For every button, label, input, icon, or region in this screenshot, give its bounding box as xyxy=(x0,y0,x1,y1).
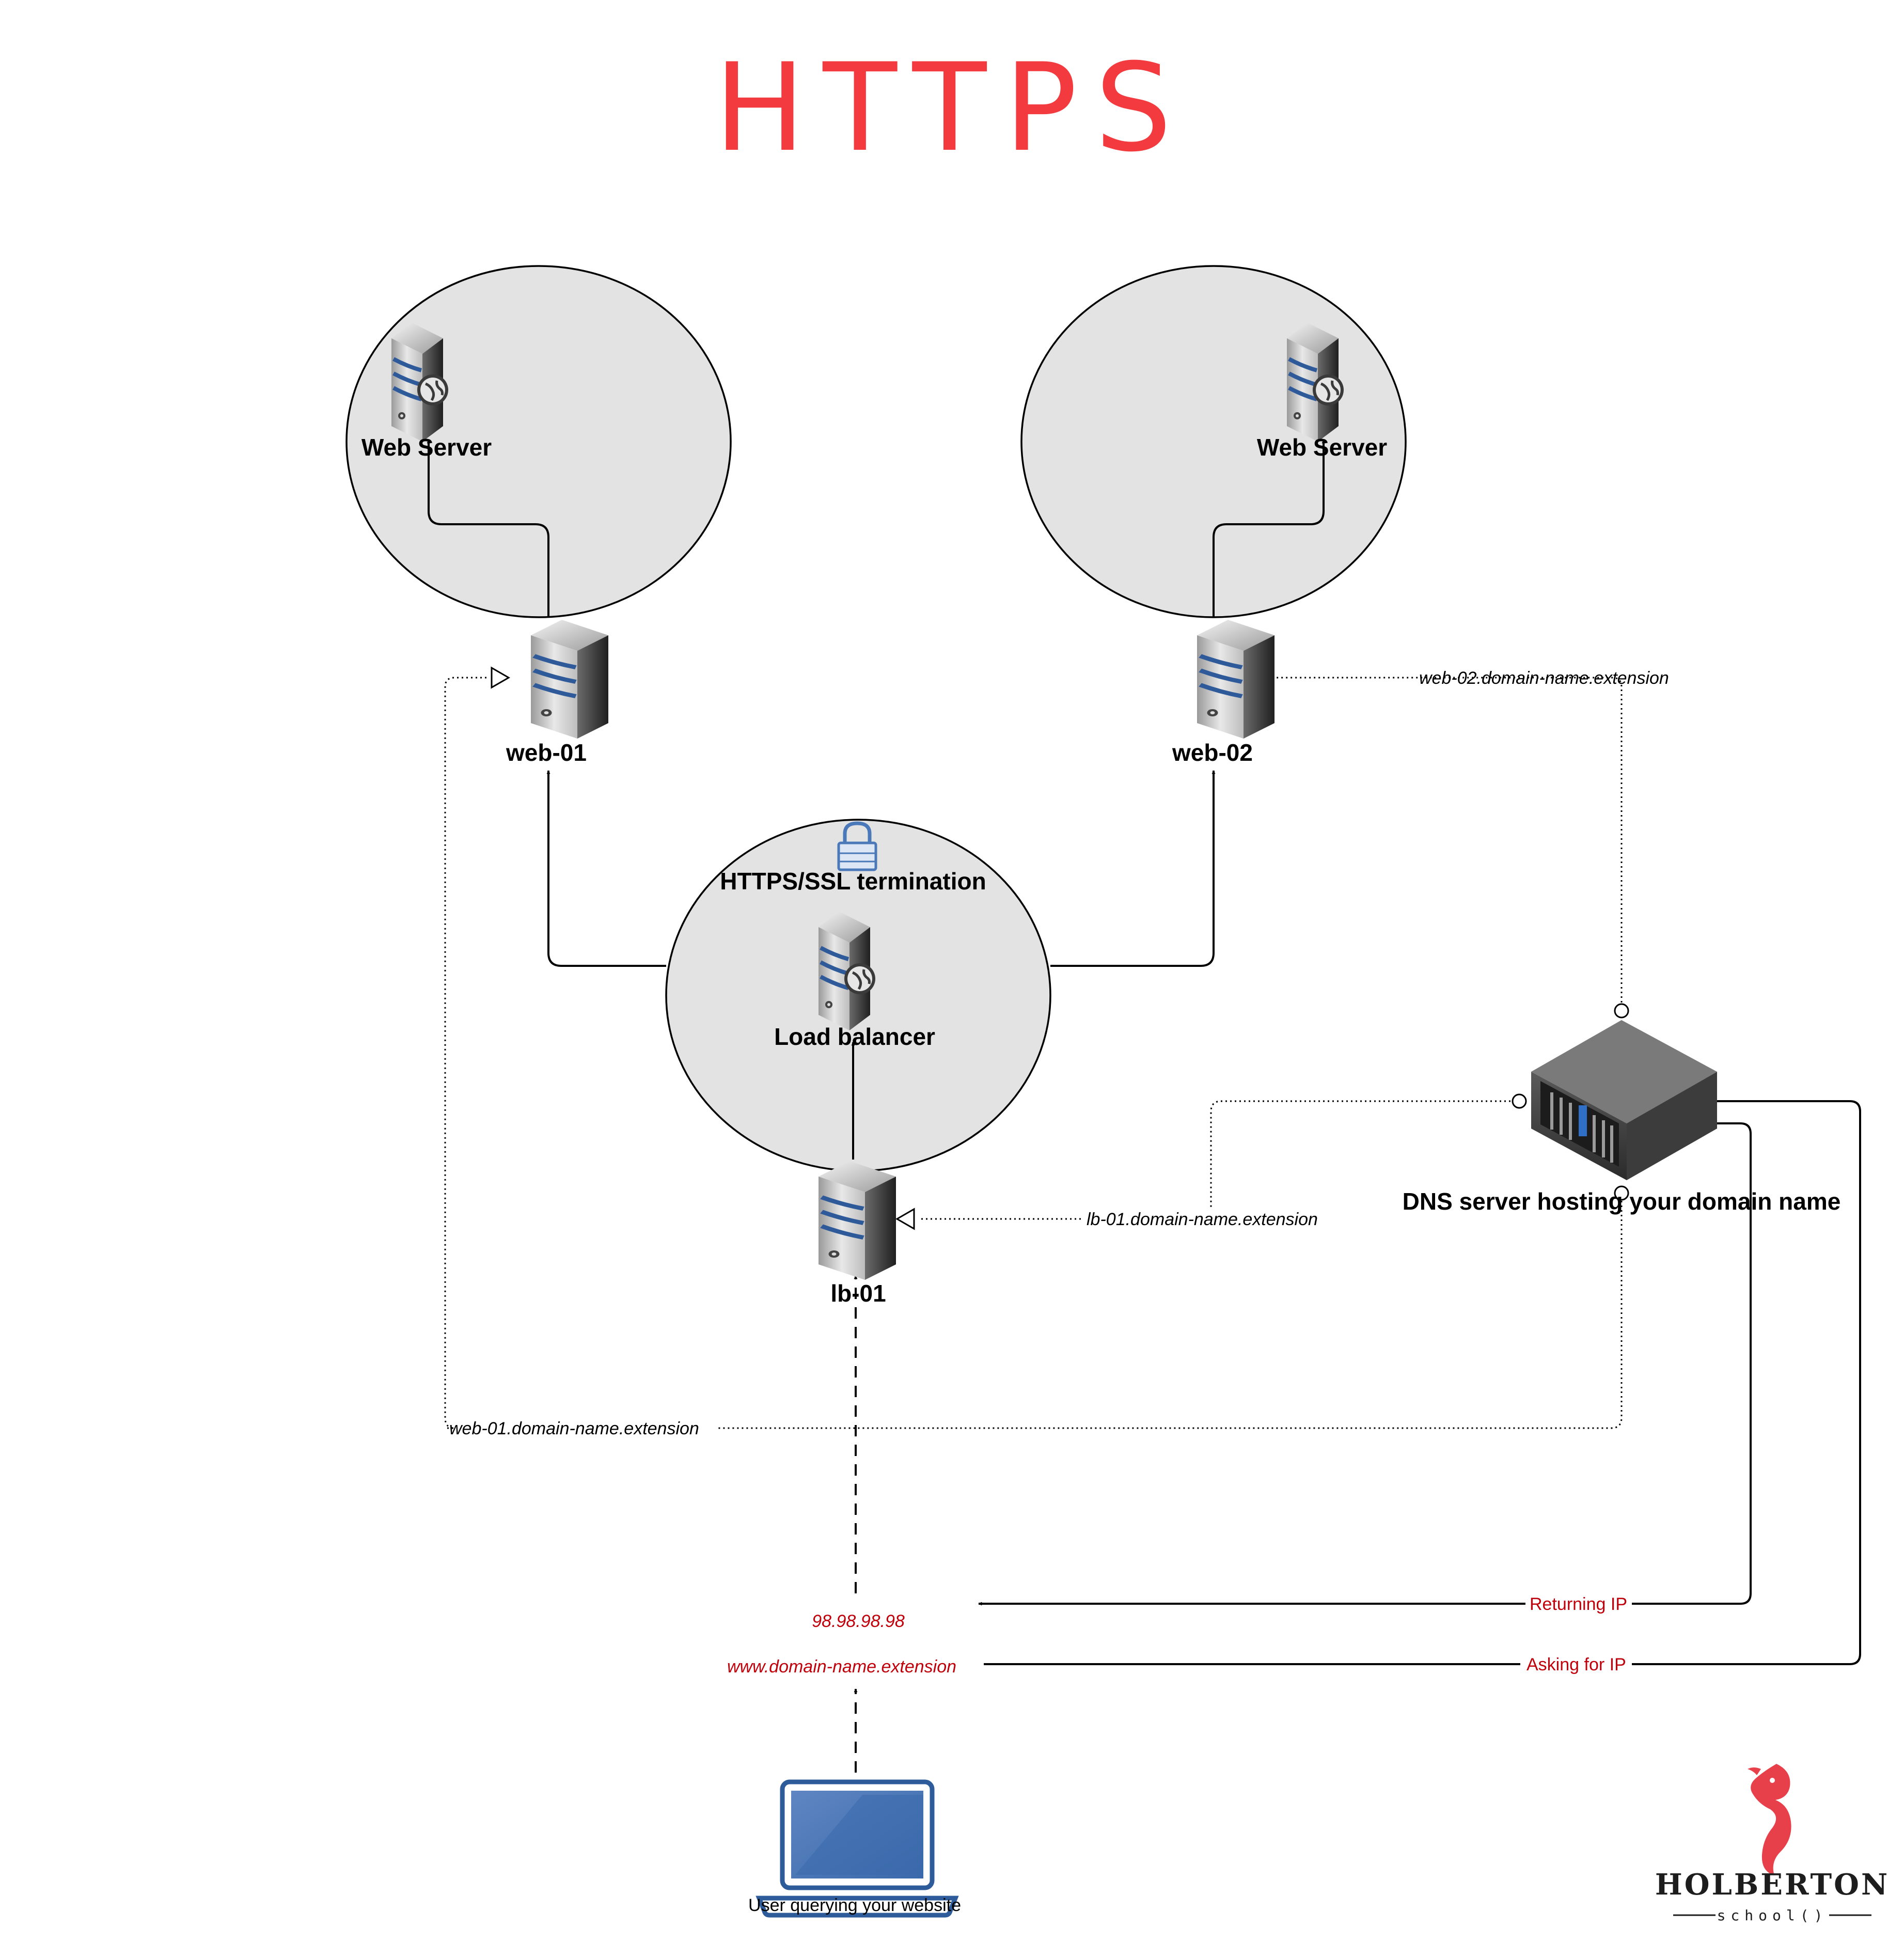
ssl-termination: HTTPS/SSL termination xyxy=(720,821,986,895)
edge-asking-for-ip xyxy=(1632,1099,1861,1665)
lb-01-record-label: lb-01.domain-name.extension xyxy=(1087,1210,1318,1229)
web-server-globe-icon xyxy=(819,912,875,1030)
padlock-icon xyxy=(837,821,877,871)
edge-web-02-to-webserver xyxy=(1213,440,1326,617)
ip-address-label: 98.98.98.98 xyxy=(812,1611,905,1631)
holberton-logo: HOLBERTON school() xyxy=(1655,1764,1890,1924)
server-tower-icon xyxy=(531,620,608,739)
dns-record-connections xyxy=(444,666,1629,1429)
web-server-2[interactable]: Web Server xyxy=(1257,323,1387,461)
web-server-globe-icon xyxy=(1287,323,1344,442)
lb-01-node[interactable]: lb-01 xyxy=(819,1161,896,1307)
server-tower-icon xyxy=(819,1161,896,1280)
edge-lb-to-web-02 xyxy=(1050,770,1216,967)
logo-name: HOLBERTON xyxy=(1655,1868,1890,1902)
web-02-record-label: web-02.domain-name.extension xyxy=(1419,668,1669,688)
domain-query-label: www.domain-name.extension xyxy=(727,1657,956,1677)
load-balancer-label: Load balancer xyxy=(774,1023,935,1050)
rack-server-icon xyxy=(1531,1020,1717,1180)
edge-web-01-to-webserver xyxy=(427,440,549,617)
laptop-icon xyxy=(756,1779,959,1918)
edge-lb-to-web-01 xyxy=(546,770,666,967)
returning-ip-label: Returning IP xyxy=(1530,1594,1627,1614)
user-node[interactable]: User querying your website xyxy=(748,1779,961,1918)
edge-returning-ip-upper xyxy=(1632,1122,1752,1605)
web-01-label: web-01 xyxy=(506,739,587,766)
server-tower-icon xyxy=(1197,620,1274,739)
seahorse-icon xyxy=(1748,1764,1791,1875)
web-01-record-arrowhead xyxy=(491,666,511,689)
dns-server-label: DNS server hosting your domain name xyxy=(1403,1188,1841,1215)
web-02-node[interactable]: web-02 xyxy=(1172,620,1274,766)
ssl-termination-label: HTTPS/SSL termination xyxy=(720,868,986,895)
solid-connections xyxy=(427,440,1861,1773)
web-01-node[interactable]: web-01 xyxy=(506,620,608,766)
web-server-1-label: Web Server xyxy=(361,434,492,461)
web-server-1[interactable]: Web Server xyxy=(361,323,492,461)
web-server-globe-icon xyxy=(391,323,448,442)
user-label: User querying your website xyxy=(748,1896,961,1915)
web-server-2-label: Web Server xyxy=(1257,434,1387,461)
lb-01-label: lb-01 xyxy=(830,1280,886,1307)
load-balancer-node[interactable]: Load balancer xyxy=(774,912,935,1050)
web-01-record-label: web-01.domain-name.extension xyxy=(449,1419,699,1438)
logo-sub: school() xyxy=(1717,1907,1828,1924)
lb-01-record-arrowhead xyxy=(895,1208,915,1230)
page-title: HTTPS xyxy=(714,38,1190,179)
web-02-label: web-02 xyxy=(1172,739,1253,766)
dns-server-node[interactable]: DNS server hosting your domain name xyxy=(1403,1020,1841,1215)
asking-for-ip-label: Asking for IP xyxy=(1527,1655,1626,1674)
